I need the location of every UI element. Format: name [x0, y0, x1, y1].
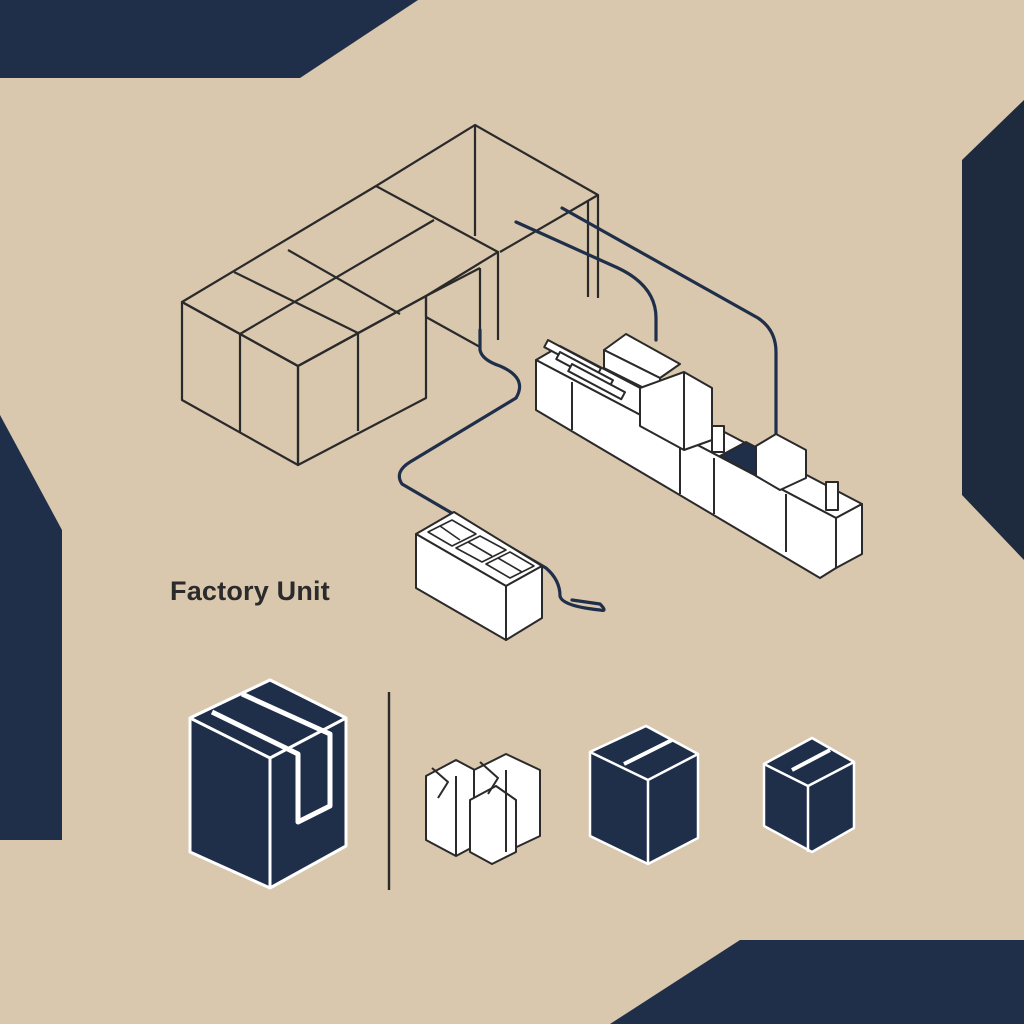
small-box-icon — [762, 736, 856, 854]
factory-building-outline — [180, 123, 600, 467]
packaging-machine — [535, 333, 863, 579]
cable-line — [397, 206, 778, 612]
factory-unit-label: Factory Unit — [170, 576, 330, 606]
corner-shape-right — [962, 100, 1024, 560]
corner-shape-top-left — [0, 0, 418, 78]
sealed-box-icon — [588, 724, 700, 866]
large-box-icon — [188, 678, 348, 890]
corner-shape-left — [0, 415, 62, 840]
open-boxes-icon — [425, 753, 541, 865]
corner-shape-bottom-right — [610, 940, 1024, 1024]
tray-unit — [415, 511, 543, 641]
